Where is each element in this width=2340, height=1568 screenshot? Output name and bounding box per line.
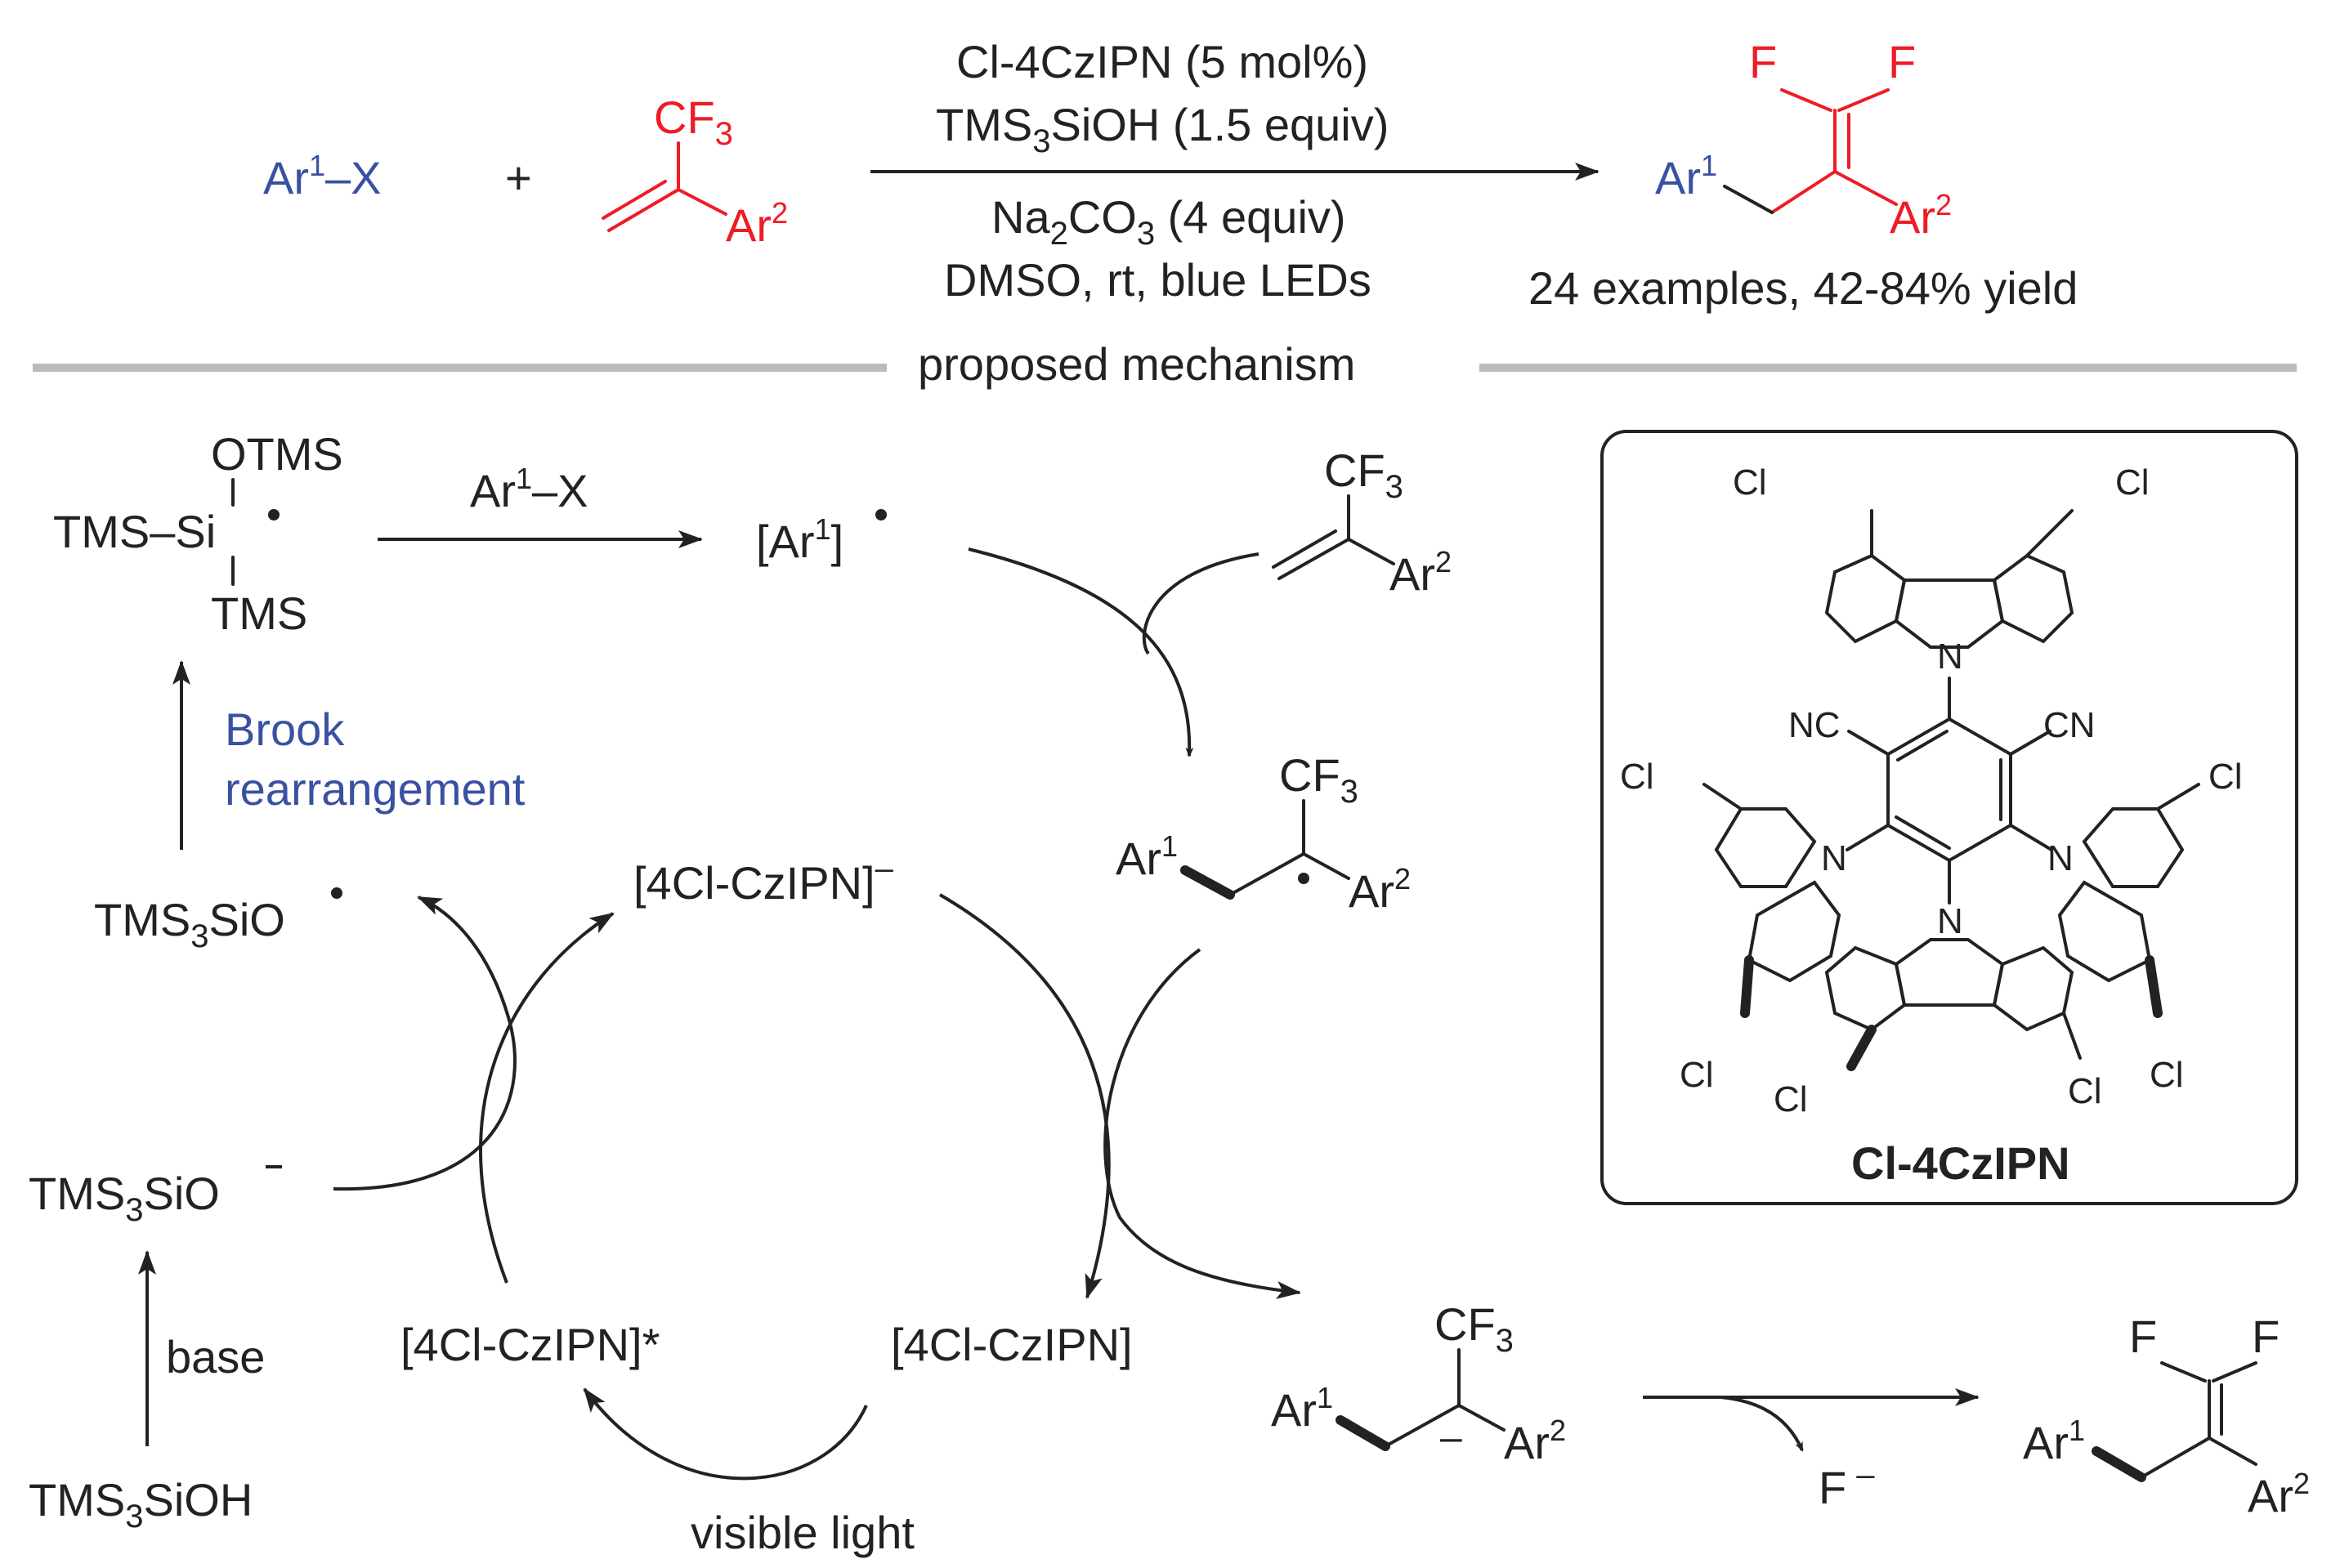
- catalyst-excited: [4Cl-CzIPN]*: [400, 1319, 660, 1370]
- carbanion-minus: –: [1440, 1416, 1462, 1459]
- photocatalytic-cycle: [4Cl-CzIPN]– [4Cl-CzIPN]* [4Cl-CzIPN] vi…: [333, 851, 1301, 1558]
- condition-solvent: DMSO, rt, blue LEDs: [944, 254, 1371, 306]
- catalyst-nc-label: NC: [1788, 705, 1841, 745]
- carbanion-ar1: Ar1: [1271, 1381, 1333, 1436]
- mech-product-ar2: Ar2: [2248, 1467, 2310, 1521]
- otms-label: OTMS: [211, 428, 343, 480]
- catalyst-name: Cl-4CzIPN: [1851, 1137, 2070, 1189]
- mech-product-ar1: Ar1: [2023, 1414, 2085, 1468]
- catalyst-cl-2: Cl: [2115, 462, 2150, 503]
- top-reaction: Ar1–X + CF3 Ar2 Cl-4CzIPN (5 mol%) TMS3S…: [263, 36, 2078, 314]
- arrow-radical-addition: [968, 547, 1194, 757]
- silanol: TMS3SiOH: [29, 1474, 253, 1534]
- arrow-alkene-join: [1142, 552, 1259, 655]
- mech-product-f-right: F: [2252, 1311, 2280, 1362]
- mech-product-f-left: F: [2129, 1311, 2157, 1362]
- brook-label-line1: Brook: [225, 704, 345, 755]
- plus-sign: +: [505, 152, 532, 203]
- adduct-radical-dot: [1298, 873, 1309, 884]
- radical-dot: [268, 509, 280, 520]
- catalyst-n-right: N: [2047, 838, 2074, 878]
- product-f-left: F: [1749, 36, 1777, 87]
- catalyst-n-left: N: [1821, 838, 1847, 878]
- catalyst-cl-4: Cl: [1680, 1055, 1714, 1095]
- catalyst-structure: NC CN N Cl Cl N Cl Cl N: [1620, 462, 2243, 1119]
- catalyst-box-frame: [1600, 430, 2298, 1205]
- top-product: F F Ar1 Ar2: [1655, 36, 1952, 243]
- catalyst-cl-8: Cl: [2068, 1071, 2102, 1111]
- tms-bottom-label: TMS: [211, 587, 307, 639]
- catalyst-cl-5: Cl: [2208, 757, 2243, 797]
- divider-label: proposed mechanism: [918, 338, 1355, 390]
- visible-light-label: visible light: [691, 1507, 915, 1558]
- arrow-set-oxidation: [479, 912, 615, 1284]
- carbanion-ar2: Ar2: [1504, 1414, 1566, 1468]
- arrow-reduction: [938, 893, 1111, 1299]
- adduct-cf3: CF3: [1279, 749, 1358, 810]
- product-ar2-label: Ar2: [1890, 188, 1952, 243]
- catalyst-cl-1: Cl: [1733, 462, 1767, 503]
- condition-silanol: TMS3SiOH (1.5 equiv): [936, 99, 1389, 159]
- catalyst-cl-6: Cl: [2150, 1055, 2184, 1095]
- scope-summary: 24 examples, 42-84% yield: [1528, 262, 2078, 314]
- mech-product: F F Ar1 Ar2: [2023, 1311, 2310, 1521]
- alkene-cf3-label: CF3: [654, 92, 733, 152]
- catalyst-cl-3: Cl: [1620, 757, 1654, 797]
- silanoxyl-radical: TMS3SiO: [94, 894, 285, 954]
- carbanion: CF3 – Ar1 Ar2: [1271, 1298, 1566, 1468]
- aryl-radical-dot: [875, 509, 887, 520]
- silanoxyl-dot: [331, 887, 342, 899]
- catalyst-n-bottom: N: [1937, 901, 1963, 941]
- alkene-ar2-label: Ar2: [726, 196, 788, 251]
- arrow-fluoride-loss: [1720, 1396, 1804, 1452]
- mech-alkene-cf3: CF3: [1324, 444, 1403, 505]
- fluoride-label: F–: [1819, 1457, 1875, 1513]
- mechanism: OTMS TMS–Si TMS Ar1–X [Ar1] CF3 Ar2 CF3: [29, 428, 2310, 1558]
- product-f-right: F: [1888, 36, 1916, 87]
- arrow-rpc: [1103, 948, 1301, 1299]
- silanolate-anion: TMS3SiO: [29, 1168, 220, 1228]
- catalyst-anion: [4Cl-CzIPN]–: [633, 851, 894, 909]
- product-ar1-label: Ar1: [1655, 149, 1717, 203]
- reactant-alkene: CF3 Ar2: [602, 92, 788, 251]
- base-label: base: [166, 1331, 265, 1383]
- carbanion-cf3: CF3: [1434, 1298, 1514, 1359]
- catalyst-cn-label: CN: [2043, 705, 2096, 745]
- catalyst-ground: [4Cl-CzIPN]: [891, 1319, 1133, 1370]
- mech-alkene: CF3 Ar2: [1272, 444, 1452, 600]
- tms-si-label: TMS–Si: [53, 506, 216, 557]
- arrow-silanolate-to-radical: [333, 896, 517, 1191]
- condition-base: Na2CO3 (4 equiv): [991, 191, 1346, 252]
- catalyst-n-top: N: [1937, 637, 1963, 677]
- reactant-aryl-halide: Ar1–X: [263, 149, 382, 203]
- catalyst-cl-7: Cl: [1774, 1079, 1808, 1119]
- arrow-xat-label: Ar1–X: [470, 462, 588, 516]
- silyl-radical: OTMS TMS–Si TMS: [53, 428, 343, 639]
- adduct-ar2: Ar2: [1349, 862, 1411, 917]
- mech-alkene-ar2: Ar2: [1389, 545, 1452, 600]
- section-divider: proposed mechanism: [33, 338, 2297, 390]
- brook-label-line2: rearrangement: [225, 763, 526, 815]
- arrow-excitation: [583, 1387, 868, 1481]
- aryl-radical: [Ar1]: [756, 512, 843, 567]
- catalyst-structure-box: NC CN N Cl Cl N Cl Cl N: [1600, 430, 2298, 1205]
- adduct-ar1: Ar1: [1116, 829, 1178, 884]
- radical-adduct: CF3 Ar1 Ar2: [1116, 749, 1411, 917]
- condition-catalyst: Cl-4CzIPN (5 mol%): [956, 36, 1368, 87]
